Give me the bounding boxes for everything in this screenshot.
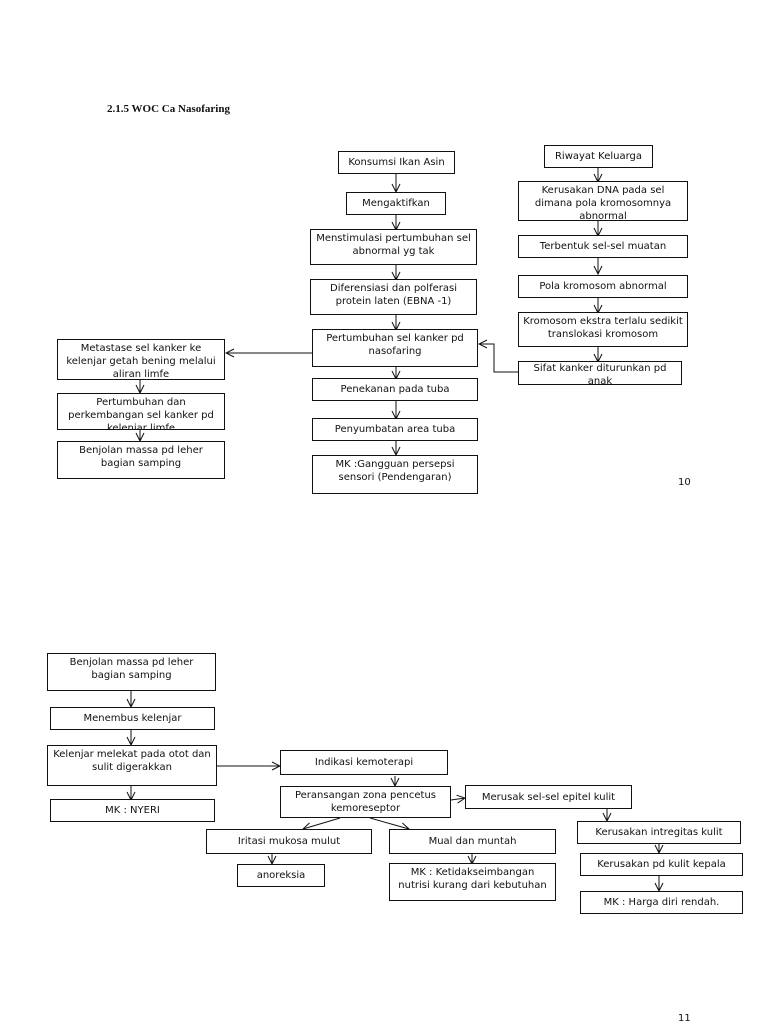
box-kromosom-ekstra: Kromosom ekstra terlalu sedikit translok… xyxy=(518,312,688,347)
box-riwayat-keluarga: Riwayat Keluarga xyxy=(544,145,653,168)
box-merusak-sel-epitel: Merusak sel-sel epitel kulit xyxy=(465,785,632,809)
box-penyumbatan-tuba: Penyumbatan area tuba xyxy=(312,418,478,441)
box-indikasi-kemoterapi: Indikasi kemoterapi xyxy=(280,750,448,775)
box-kerusakan-kulit-kepala: Kerusakan pd kulit kepala xyxy=(580,853,743,876)
box-menembus-kelenjar: Menembus kelenjar xyxy=(50,707,215,730)
box-perangsangan-zona: Peransangan zona pencetus kemoreseptor xyxy=(280,786,451,818)
box-anoreksia: anoreksia xyxy=(237,864,325,887)
box-konsumsi-ikan-asin: Konsumsi Ikan Asin xyxy=(338,151,455,174)
section-heading: 2.1.5 WOC Ca Nasofaring xyxy=(107,103,230,115)
box-kerusakan-integritas: Kerusakan intregitas kulit xyxy=(577,821,741,844)
box-benjolan-massa-2: Benjolan massa pd leher bagian samping xyxy=(47,653,216,691)
box-metastase: Metastase sel kanker ke kelenjar getah b… xyxy=(57,339,225,380)
page-number-2: 11 xyxy=(678,1013,691,1024)
box-iritasi-mukosa: Iritasi mukosa mulut xyxy=(206,829,372,854)
box-menstimulasi: Menstimulasi pertumbuhan sel abnormal yg… xyxy=(310,229,477,265)
box-terbentuk-sel: Terbentuk sel-sel muatan xyxy=(518,235,688,258)
box-mk-nyeri: MK : NYERI xyxy=(50,799,215,822)
box-mk-harga-diri: MK : Harga diri rendah. xyxy=(580,891,743,914)
box-pertumbuhan-sel-kanker: Pertumbuhan sel kanker pd nasofaring xyxy=(312,329,478,367)
box-benjolan-massa-1: Benjolan massa pd leher bagian samping xyxy=(57,441,225,479)
box-kelenjar-melekat: Kelenjar melekat pada otot dan sulit dig… xyxy=(47,745,217,786)
box-penekanan-tuba: Penekanan pada tuba xyxy=(312,378,478,401)
box-mual-muntah: Mual dan muntah xyxy=(389,829,556,854)
box-pertumbuhan-perkembangan: Pertumbuhan dan perkembangan sel kanker … xyxy=(57,393,225,430)
page-number: 10 xyxy=(678,477,691,488)
box-mk-nutrisi: MK : Ketidakseimbangan nutrisi kurang da… xyxy=(389,863,556,901)
box-kerusakan-dna: Kerusakan DNA pada sel dimana pola kromo… xyxy=(518,181,688,221)
box-pola-kromosom: Pola kromosom abnormal xyxy=(518,275,688,298)
box-mengaktifkan: Mengaktifkan xyxy=(346,192,446,215)
box-mk-gangguan-persepsi: MK :Gangguan persepsi sensori (Pendengar… xyxy=(312,455,478,494)
box-sifat-kanker: Sifat kanker diturunkan pd anak xyxy=(518,361,682,385)
box-diferensiasi: Diferensiasi dan polferasi protein laten… xyxy=(310,279,477,315)
